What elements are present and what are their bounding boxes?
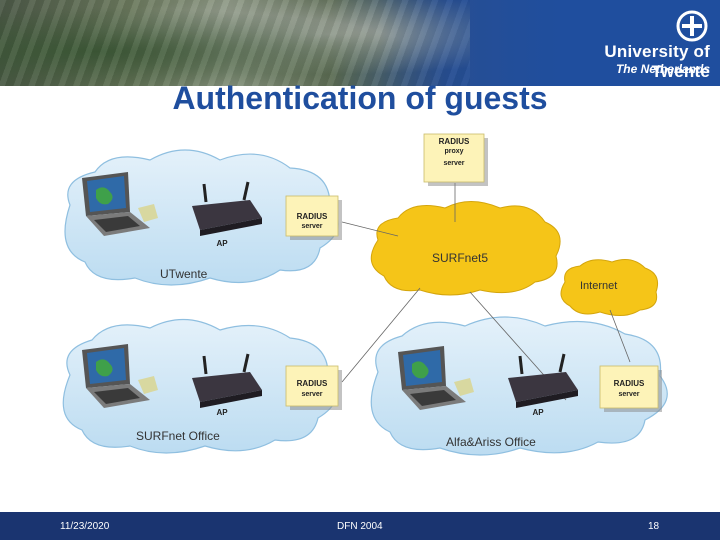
- footer-page-number: 18: [648, 521, 659, 532]
- radius-server-label-2: server: [301, 391, 322, 398]
- radius-server-label-1: RADIUS: [297, 212, 328, 221]
- ap-label: AP: [216, 239, 228, 248]
- cloud-surfnet5: [371, 202, 560, 296]
- radius-server-label-1: RADIUS: [614, 379, 645, 388]
- ap-label: AP: [532, 408, 544, 417]
- radius-proxy-label-2: proxy: [444, 148, 463, 155]
- radius-server-label-1: RADIUS: [297, 379, 328, 388]
- label-alfa-ariss-office: Alfa&Ariss Office: [446, 435, 536, 449]
- radius-server-alfa-ariss: RADIUS server: [600, 366, 662, 412]
- ap-label: AP: [216, 408, 228, 417]
- footer-event: DFN 2004: [337, 521, 383, 532]
- radius-proxy-label-1: RADIUS: [439, 137, 470, 146]
- label-surfnet-office: SURFnet Office: [136, 429, 220, 443]
- footer-date: 11/23/2020: [60, 521, 109, 532]
- radius-proxy-server: RADIUS proxy server: [424, 134, 488, 186]
- radius-server-surfnet-office: RADIUS server: [286, 366, 342, 410]
- radius-server-utwente: RADIUS server: [286, 196, 342, 240]
- label-surfnet5: SURFnet5: [432, 251, 488, 265]
- radius-server-label-2: server: [618, 391, 639, 398]
- label-internet: Internet: [580, 280, 617, 292]
- label-utwente: UTwente: [160, 267, 208, 281]
- radius-server-label-2: server: [301, 223, 322, 230]
- radius-proxy-label-3: server: [443, 160, 464, 167]
